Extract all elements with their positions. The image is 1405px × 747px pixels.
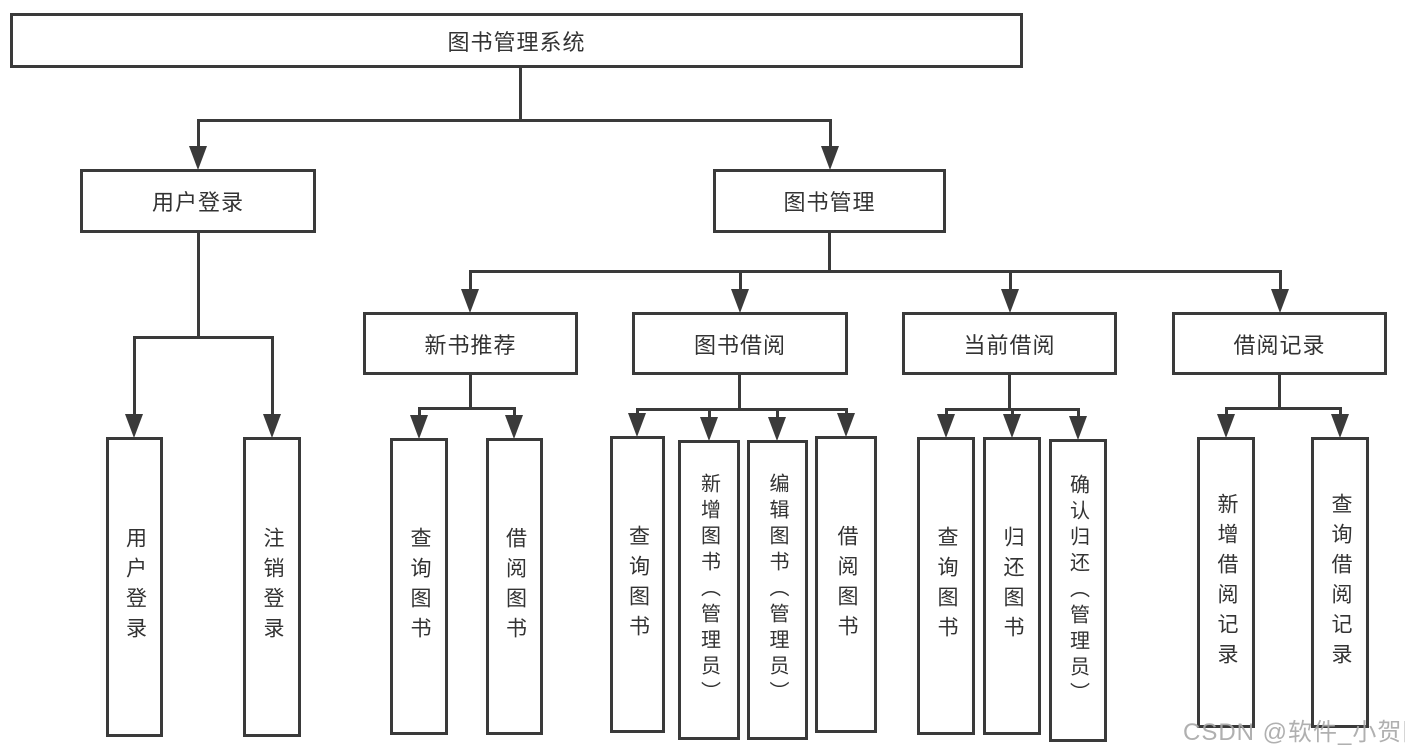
leaf-newbooks-query-books-label: 查询图书 — [408, 526, 431, 647]
node-book-borrowing-label: 图书借阅 — [693, 332, 786, 358]
leaf-add-books-admin: 新增图书（管理员） — [678, 440, 740, 740]
leaf-edit-books-admin: 编辑图书（管理员） — [747, 440, 808, 740]
node-book-management-label: 图书管理 — [783, 190, 876, 215]
leaf-logout-label: 注销登录 — [261, 527, 284, 647]
connector-login-branch — [133, 336, 274, 339]
leaf-add-borrow-record-label: 新增借阅记录 — [1215, 492, 1238, 673]
node-new-books: 新书推荐 — [363, 312, 578, 375]
arrowhead-cu-query — [937, 414, 955, 438]
connector-newbooks-stem — [469, 374, 472, 410]
arrowhead-nb-borrow — [505, 415, 523, 439]
connector-records-branch — [1225, 407, 1341, 410]
arrowhead-user-login — [189, 146, 207, 170]
connector-drop-leaf-user-login — [133, 336, 136, 417]
leaf-logout: 注销登录 — [243, 437, 301, 737]
leaf-edit-books-admin-label: 编辑图书（管理员） — [766, 473, 788, 707]
leaf-newbooks-borrow-books-label: 借阅图书 — [503, 526, 527, 647]
leaf-confirm-return-admin-label: 确认归还（管理员） — [1066, 473, 1089, 708]
arrowhead-leaf-logout — [263, 414, 281, 438]
connector-drop-nb-query — [418, 407, 421, 419]
arrowhead-re-add — [1217, 414, 1235, 438]
connector-drop-borrowing-records — [1279, 270, 1282, 290]
connector-login-stem — [197, 232, 200, 338]
arrowhead-cu-confirm — [1069, 416, 1087, 440]
connector-newbooks-branch — [418, 407, 516, 410]
connector-drop-cu-query — [945, 408, 948, 417]
arrowhead-book-management — [821, 146, 839, 170]
arrowhead-bw-query — [628, 413, 646, 437]
connector-drop-cu-confirm — [1077, 408, 1080, 419]
leaf-current-query-books: 查询图书 — [917, 437, 975, 735]
leaf-newbooks-query-books: 查询图书 — [390, 438, 448, 735]
csdn-watermark: CSDN @软件_小贺同学 — [1183, 719, 1405, 746]
arrowhead-cu-return — [1003, 414, 1021, 438]
arrowhead-bw-edit — [768, 417, 786, 441]
arrowhead-bw-borrow — [837, 413, 855, 437]
connector-drop-bw-query — [636, 408, 639, 416]
connector-mgmt-branch — [469, 270, 1281, 273]
arrowhead-bw-add — [700, 417, 718, 441]
leaf-query-borrow-record-label: 查询借阅记录 — [1329, 492, 1352, 673]
connector-drop-bw-borrow — [845, 408, 848, 416]
leaf-borrowing-query-books-label: 查询图书 — [626, 524, 650, 645]
connector-drop-nb-borrow — [513, 407, 516, 419]
node-current-borrowing-label: 当前借阅 — [963, 332, 1056, 358]
connector-drop-new-books — [469, 270, 472, 290]
connector-borrowing-stem — [738, 374, 741, 411]
connector-current-stem — [1008, 374, 1011, 411]
connector-drop-cu-return — [1011, 408, 1014, 417]
leaf-user-login-label: 用户登录 — [123, 527, 147, 647]
connector-drop-re-query — [1339, 407, 1342, 417]
node-book-management: 图书管理 — [713, 169, 946, 233]
leaf-borrowing-borrow-books: 借阅图书 — [815, 436, 877, 733]
leaf-confirm-return-admin: 确认归还（管理员） — [1049, 439, 1107, 742]
leaf-add-borrow-record: 新增借阅记录 — [1197, 437, 1255, 728]
arrowhead-book-borrowing — [731, 289, 749, 313]
node-new-books-label: 新书推荐 — [424, 332, 517, 358]
root-node-library-system: 图书管理系统 — [10, 13, 1023, 68]
leaf-borrowing-borrow-books-label: 借阅图书 — [835, 524, 858, 645]
arrowhead-borrowing-records — [1271, 289, 1289, 313]
connector-drop-bw-add — [708, 408, 711, 420]
leaf-return-books: 归还图书 — [983, 437, 1041, 735]
node-current-borrowing: 当前借阅 — [902, 312, 1117, 375]
leaf-newbooks-borrow-books: 借阅图书 — [486, 438, 543, 735]
connector-mgmt-stem — [828, 232, 831, 273]
connector-drop-book-management — [829, 119, 832, 150]
leaf-add-books-admin-label: 新增图书（管理员） — [697, 473, 720, 707]
connector-drop-leaf-logout — [271, 336, 274, 417]
connector-borrowing-branch — [636, 408, 847, 411]
connector-root-branch — [197, 119, 832, 122]
node-user-login-label: 用户登录 — [151, 190, 244, 215]
root-node-label: 图书管理系统 — [447, 29, 586, 55]
node-user-login: 用户登录 — [80, 169, 316, 233]
arrowhead-re-query — [1331, 414, 1349, 438]
leaf-borrowing-query-books: 查询图书 — [610, 436, 665, 733]
leaf-query-borrow-record: 查询借阅记录 — [1311, 437, 1369, 728]
node-borrowing-records: 借阅记录 — [1172, 312, 1387, 375]
arrowhead-current-borrowing — [1001, 289, 1019, 313]
connector-drop-bw-edit — [776, 408, 779, 420]
leaf-current-query-books-label: 查询图书 — [935, 526, 958, 646]
arrowhead-new-books — [461, 289, 479, 313]
connector-drop-current-borrowing — [1009, 270, 1012, 290]
arrowhead-leaf-user-login — [125, 414, 143, 438]
connector-drop-book-borrowing — [739, 270, 742, 290]
connector-root-stem — [519, 66, 522, 122]
node-borrowing-records-label: 借阅记录 — [1233, 332, 1326, 358]
leaf-user-login: 用户登录 — [106, 437, 163, 737]
connector-drop-user-login — [197, 119, 200, 150]
node-book-borrowing: 图书借阅 — [632, 312, 848, 375]
leaf-return-books-label: 归还图书 — [1001, 526, 1024, 646]
connector-records-stem — [1278, 374, 1281, 410]
connector-drop-re-add — [1225, 407, 1228, 417]
arrowhead-nb-query — [410, 415, 428, 439]
